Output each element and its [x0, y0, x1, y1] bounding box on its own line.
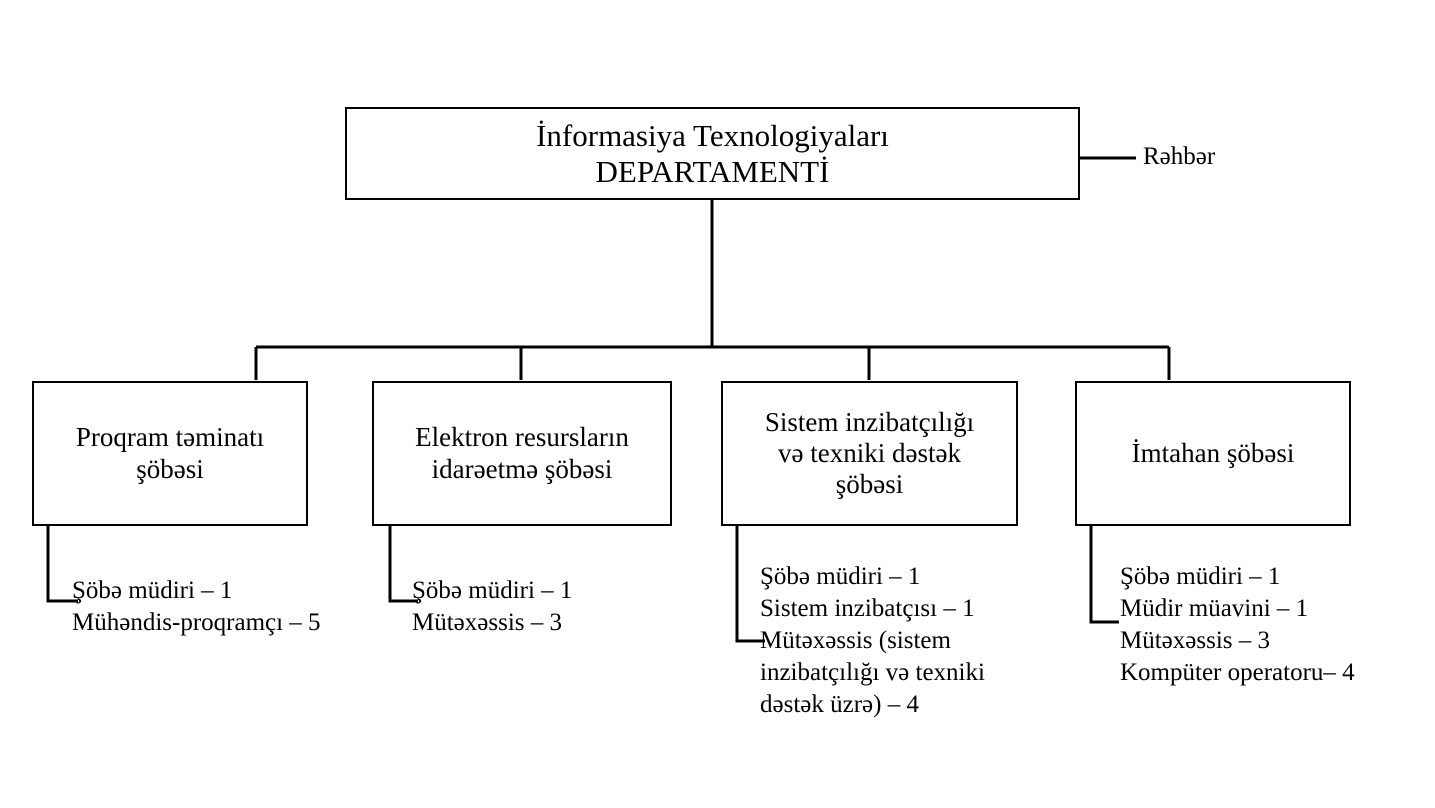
root-node-department[interactable]: İnformasiya Texnologiyaları DEPARTAMENTİ [345, 107, 1080, 200]
staff-list-1: Şöbə müdiri – 1 Mühəndis-proqramçı – 5 [72, 577, 321, 636]
department-node-3[interactable]: Sistem inzibatçılığı və texniki dəstək ş… [721, 381, 1018, 526]
leader-label: Rəhbər [1143, 143, 1216, 170]
department-label-3: Sistem inzibatçılığı və texniki dəstək ş… [764, 406, 975, 500]
staff-list-2: Şöbə müdiri – 1 Mütəxəssis – 3 [412, 577, 573, 636]
staff-list-3: Şöbə müdiri – 1 Sistem inzibatçısı – 1 M… [760, 563, 985, 718]
department-label-2: Elektron resursların idarəetmə şöbəsi [415, 422, 629, 484]
department-node-2[interactable]: Elektron resursların idarəetmə şöbəsi [372, 381, 672, 526]
department-label-4: İmtahan şöbəsi [1131, 437, 1295, 468]
staff-list-4: Şöbə müdiri – 1 Müdir müavini – 1 Mütəxə… [1120, 563, 1355, 686]
department-node-1[interactable]: Proqram təminatı şöbəsi [32, 381, 308, 526]
staff-elbow-4 [1089, 526, 1119, 624]
department-node-4[interactable]: İmtahan şöbəsi [1075, 381, 1351, 526]
root-node-label: İnformasiya Texnologiyaları DEPARTAMENTİ [536, 117, 889, 189]
department-label-1: Proqram təminatı şöbəsi [75, 422, 265, 484]
